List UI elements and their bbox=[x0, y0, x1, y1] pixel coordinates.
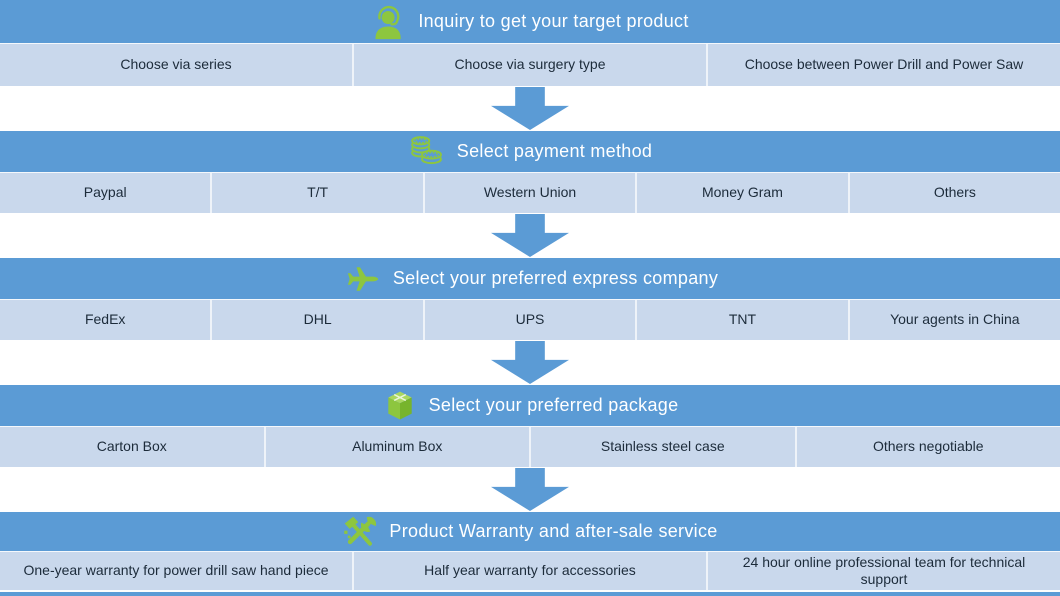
option-cell: Paypal bbox=[83, 184, 127, 201]
option-cell: Stainless steel case bbox=[529, 427, 795, 467]
step-package-header: Select your preferred package bbox=[0, 385, 1060, 427]
flow-gap bbox=[0, 467, 1060, 512]
flow-gap bbox=[0, 213, 1060, 258]
down-arrow-icon bbox=[491, 87, 569, 130]
option-cell: UPS bbox=[422, 300, 635, 340]
step-title: Select your preferred express company bbox=[392, 268, 719, 288]
step-package: Select your preferred package Carton Box… bbox=[0, 385, 1060, 467]
step-warranty-options: One-year warranty for power drill saw ha… bbox=[0, 552, 1060, 590]
step-payment-header: Select payment method bbox=[0, 131, 1060, 173]
step-inquiry-header: Inquiry to get your target product bbox=[0, 0, 1060, 44]
step-title: Select payment method bbox=[456, 141, 653, 161]
step-warranty-header: Product Warranty and after-sale service bbox=[0, 512, 1060, 552]
package-box-icon bbox=[382, 388, 418, 424]
flow-gap bbox=[0, 86, 1060, 131]
option-cell: Half year warranty for accessories bbox=[352, 552, 706, 590]
option-cell: Choose via surgery type bbox=[352, 44, 706, 86]
step-inquiry: Inquiry to get your target product Choos… bbox=[0, 0, 1060, 86]
option-cell: Others negotiable bbox=[794, 427, 1060, 467]
option-cell: Your agents in China bbox=[847, 300, 1060, 340]
option-cell: TNT bbox=[635, 300, 847, 340]
option-cell: FedEx bbox=[84, 311, 126, 328]
crossed-tools-icon bbox=[342, 514, 378, 550]
option-cell: T/T bbox=[210, 173, 422, 213]
option-cell: One-year warranty for power drill saw ha… bbox=[23, 562, 329, 579]
step-express-header: Select your preferred express company bbox=[0, 258, 1060, 300]
option-cell: Carton Box bbox=[96, 438, 167, 455]
flow-gap bbox=[0, 340, 1060, 385]
option-cell: Money Gram bbox=[635, 173, 847, 213]
option-cell: Choose via series bbox=[120, 56, 232, 73]
option-cell: Choose between Power Drill and Power Saw bbox=[706, 44, 1060, 86]
option-cell: Aluminum Box bbox=[263, 427, 530, 467]
option-cell: Western Union bbox=[422, 173, 635, 213]
step-title: Inquiry to get your target product bbox=[418, 11, 689, 31]
headset-agent-icon bbox=[371, 4, 407, 40]
step-inquiry-options: Choose via series Choose via surgery type… bbox=[0, 44, 1060, 86]
option-cell: Others bbox=[847, 173, 1060, 213]
step-title: Product Warranty and after-sale service bbox=[389, 521, 718, 541]
coins-icon bbox=[408, 134, 446, 170]
bottom-edge-strip bbox=[0, 590, 1060, 596]
option-cell: DHL bbox=[210, 300, 422, 340]
airplane-icon bbox=[342, 262, 382, 296]
step-warranty: Product Warranty and after-sale service … bbox=[0, 512, 1060, 590]
down-arrow-icon bbox=[491, 214, 569, 257]
option-cell: 24 hour online professional team for tec… bbox=[706, 552, 1060, 590]
step-title: Select your preferred package bbox=[428, 395, 679, 415]
step-express: Select your preferred express company Fe… bbox=[0, 258, 1060, 340]
down-arrow-icon bbox=[491, 468, 569, 511]
down-arrow-icon bbox=[491, 341, 569, 384]
